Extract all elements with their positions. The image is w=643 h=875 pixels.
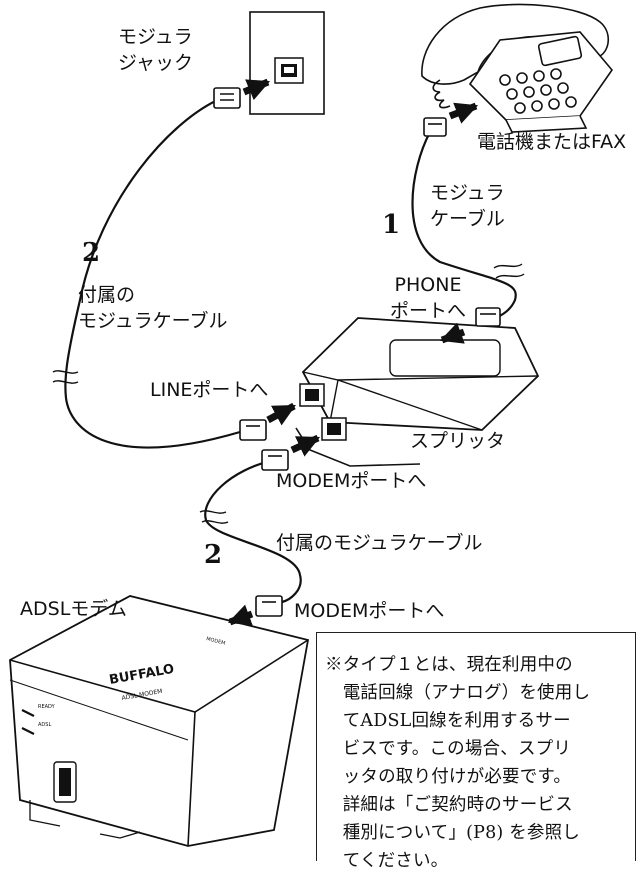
label-included-cable-bottom: 付属のモジュラケーブル xyxy=(276,532,483,554)
label-splitter: スプリッタ xyxy=(410,430,506,452)
cable-jack-to-splitter xyxy=(64,96,241,449)
step-number-2-top: 2 xyxy=(82,238,101,268)
modem-port-text: MODEM xyxy=(206,636,226,647)
modular-jack-socket xyxy=(274,57,304,84)
wall-jack-plate xyxy=(249,11,325,115)
adsl-modem-device xyxy=(9,595,310,847)
telephone-icon xyxy=(421,3,614,133)
connection-arrows xyxy=(227,78,479,626)
label-phone-fax: 電話機またはFAX xyxy=(477,131,627,153)
note-box: ※タイプ１とは、現在利用中の 電話回線（アナログ）を使用し てADSL回線を利用… xyxy=(316,632,636,871)
label-adsl-modem: ADSLモデム xyxy=(20,598,127,620)
modem-led-adsl: ADSL xyxy=(38,722,51,728)
cable-splitter-to-modem xyxy=(204,458,302,604)
label-modem-port-adsl: MODEMポートへ xyxy=(294,600,445,622)
label-included-cable-top: 付属の モジュラケーブル xyxy=(78,284,228,332)
label-modem-port-splitter: MODEMポートへ xyxy=(276,470,427,492)
step-number-1: 1 xyxy=(382,210,401,240)
label-modular-jack: モジュラ ジャック xyxy=(118,26,194,74)
cable-phone-to-splitter xyxy=(411,131,517,322)
plug-connectors xyxy=(213,87,501,617)
label-phone-port: PHONE ポートへ xyxy=(390,274,467,322)
label-line-port: LINEポートへ xyxy=(150,379,269,401)
splitter-device xyxy=(295,317,540,467)
modem-led-ready: READY xyxy=(38,704,56,710)
cable-break-marks xyxy=(52,263,525,524)
label-modular-cable: モジュラ ケーブル xyxy=(430,182,505,230)
step-number-2-bottom: 2 xyxy=(204,540,223,570)
note-text: ※タイプ１とは、現在利用中の 電話回線（アナログ）を使用し てADSL回線を利用… xyxy=(325,655,591,871)
